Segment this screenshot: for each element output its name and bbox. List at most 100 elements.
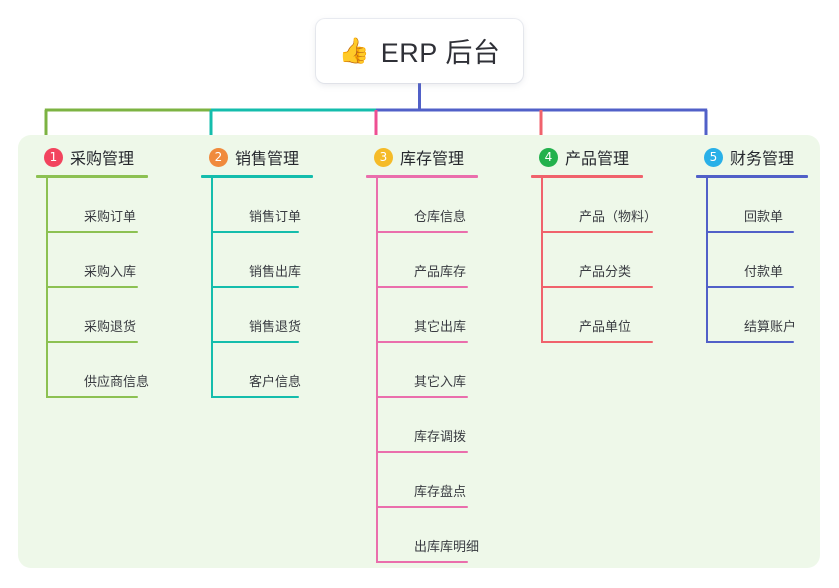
branch-column-4: 4 产品管理产品（物料） 产品分类产品单位	[531, 145, 657, 343]
branch-underline-5	[696, 175, 808, 178]
branch-items-1: 采购订单采购入库采购退货供应商信息	[36, 178, 150, 398]
branch-title-4: 产品管理	[565, 151, 630, 168]
branch-title-2: 销售管理	[235, 151, 300, 168]
leaf-underline	[46, 286, 138, 288]
leaf-label: 产品库存	[414, 264, 467, 279]
leaf-node[interactable]: 回款单	[706, 178, 808, 233]
leaf-underline	[46, 396, 138, 398]
leaf-node[interactable]: 库存调拨	[376, 398, 478, 453]
leaf-node[interactable]: 供应商信息	[46, 343, 150, 398]
root-title: ERP 后台	[380, 37, 501, 68]
branch-badge-5: 5	[704, 147, 723, 167]
branch-spine-1	[46, 178, 48, 398]
leaf-node[interactable]: 出库库明细	[376, 508, 480, 563]
leaf-underline	[706, 286, 794, 288]
leaf-label: 回款单	[744, 209, 784, 224]
leaf-label: 产品分类	[579, 264, 632, 279]
leaf-label: 仓库信息	[414, 209, 467, 224]
branch-spine-4	[541, 178, 543, 343]
leaf-label: 采购入库	[84, 264, 137, 279]
leaf-node[interactable]: 产品（物料）	[541, 178, 657, 233]
branch-header-1[interactable]: 1 采购管理	[36, 145, 148, 169]
leaf-label: 销售订单	[249, 209, 302, 224]
leaf-label: 产品单位	[579, 319, 632, 334]
branch-spine-5	[706, 178, 708, 343]
branch-underline-3	[366, 175, 478, 178]
thumbs-up-icon: 👍	[338, 35, 370, 65]
branch-header-2[interactable]: 2 销售管理	[201, 145, 313, 169]
leaf-underline	[211, 341, 299, 343]
leaf-node[interactable]: 销售订单	[211, 178, 313, 233]
leaf-underline	[376, 286, 468, 288]
branch-badge-4: 4	[539, 147, 558, 167]
leaf-node[interactable]: 付款单	[706, 233, 808, 288]
branch-column-2: 2 销售管理销售订单销售出库销售退货客户信息	[201, 145, 313, 398]
branches-panel	[18, 135, 820, 568]
branch-underline-4	[531, 175, 643, 178]
leaf-node[interactable]: 其它出库	[376, 288, 478, 343]
leaf-label: 其它入库	[414, 374, 467, 389]
leaf-node[interactable]: 其它入库	[376, 343, 478, 398]
leaf-underline	[706, 231, 794, 233]
branch-items-2: 销售订单销售出库销售退货客户信息	[201, 178, 313, 398]
branch-badge-3: 3	[374, 147, 393, 167]
leaf-node[interactable]: 客户信息	[211, 343, 313, 398]
leaf-label: 销售出库	[249, 264, 302, 279]
branch-badge-2: 2	[209, 147, 228, 167]
leaf-underline	[541, 231, 653, 233]
leaf-label: 采购订单	[84, 209, 137, 224]
branch-column-1: 1 采购管理采购订单采购入库采购退货供应商信息	[36, 145, 150, 398]
branch-column-3: 3 库存管理仓库信息产品库存其它出库其它入库库存调拨库存盘点出库库明细	[366, 145, 480, 563]
leaf-underline	[376, 506, 468, 508]
leaf-label: 出库库明细	[414, 539, 480, 554]
branch-title-1: 采购管理	[70, 151, 135, 168]
branch-header-3[interactable]: 3 库存管理	[366, 145, 478, 169]
leaf-underline	[211, 396, 299, 398]
leaf-underline	[376, 451, 468, 453]
branch-items-5: 回款单付款单结算账户	[696, 178, 808, 343]
branch-items-4: 产品（物料） 产品分类产品单位	[531, 178, 657, 343]
leaf-label: 产品（物料）	[579, 209, 658, 224]
branch-header-4[interactable]: 4 产品管理	[531, 145, 643, 169]
branch-badge-1: 1	[44, 147, 63, 167]
leaf-underline	[706, 341, 794, 343]
leaf-underline	[376, 396, 468, 398]
leaf-underline	[211, 286, 299, 288]
leaf-node[interactable]: 采购退货	[46, 288, 148, 343]
leaf-node[interactable]: 采购订单	[46, 178, 148, 233]
leaf-node[interactable]: 采购入库	[46, 233, 148, 288]
leaf-node[interactable]: 销售出库	[211, 233, 313, 288]
leaf-node[interactable]: 结算账户	[706, 288, 808, 343]
leaf-underline	[541, 341, 653, 343]
root-node-content: 👍 ERP 后台	[339, 31, 501, 70]
leaf-label: 库存调拨	[414, 429, 467, 444]
leaf-node[interactable]: 产品单位	[541, 288, 653, 343]
leaf-underline	[376, 231, 468, 233]
branch-title-3: 库存管理	[400, 151, 465, 168]
leaf-underline	[376, 341, 468, 343]
branch-underline-1	[36, 175, 148, 178]
leaf-node[interactable]: 库存盘点	[376, 453, 478, 508]
leaf-node[interactable]: 产品分类	[541, 233, 653, 288]
branch-spine-2	[211, 178, 213, 398]
branch-header-5[interactable]: 5 财务管理	[696, 145, 808, 169]
leaf-underline	[211, 231, 299, 233]
leaf-node[interactable]: 销售退货	[211, 288, 313, 343]
leaf-underline	[376, 561, 468, 563]
leaf-label: 库存盘点	[414, 484, 467, 499]
leaf-label: 采购退货	[84, 319, 137, 334]
root-node[interactable]: 👍 ERP 后台	[316, 19, 523, 83]
leaf-underline	[46, 341, 138, 343]
branch-title-5: 财务管理	[730, 151, 795, 168]
leaf-label: 销售退货	[249, 319, 302, 334]
branch-spine-3	[376, 178, 378, 563]
leaf-label: 供应商信息	[84, 374, 150, 389]
branch-column-5: 5 财务管理回款单付款单结算账户	[696, 145, 808, 343]
leaf-label: 结算账户	[744, 319, 797, 334]
branch-underline-2	[201, 175, 313, 178]
branch-items-3: 仓库信息产品库存其它出库其它入库库存调拨库存盘点出库库明细	[366, 178, 480, 563]
leaf-node[interactable]: 仓库信息	[376, 178, 478, 233]
leaf-node[interactable]: 产品库存	[376, 233, 478, 288]
leaf-underline	[46, 231, 138, 233]
